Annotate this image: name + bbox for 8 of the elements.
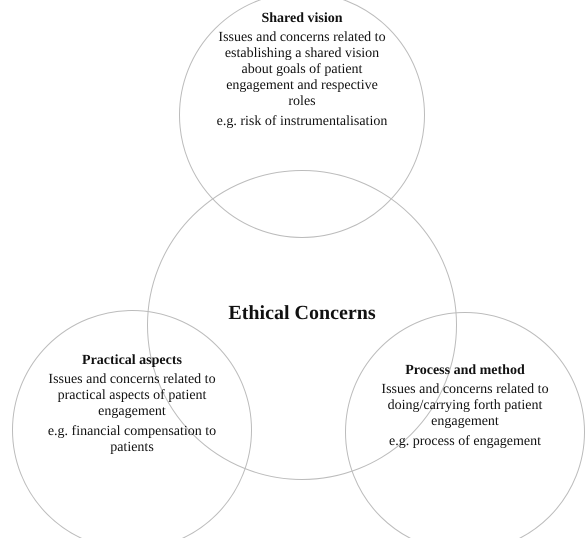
circle-heading: Process and method xyxy=(404,363,526,379)
circle xyxy=(179,0,425,238)
example-text: e.g. process of engagement xyxy=(388,434,542,450)
circle-heading: Practical aspects xyxy=(81,353,183,369)
example-text: e.g. financial compensation to patients xyxy=(46,424,218,456)
center-label: Ethical Concerns xyxy=(227,301,377,326)
example-text: e.g. risk of instrumentalisation xyxy=(216,114,388,130)
circle-heading: Shared vision xyxy=(260,11,344,27)
